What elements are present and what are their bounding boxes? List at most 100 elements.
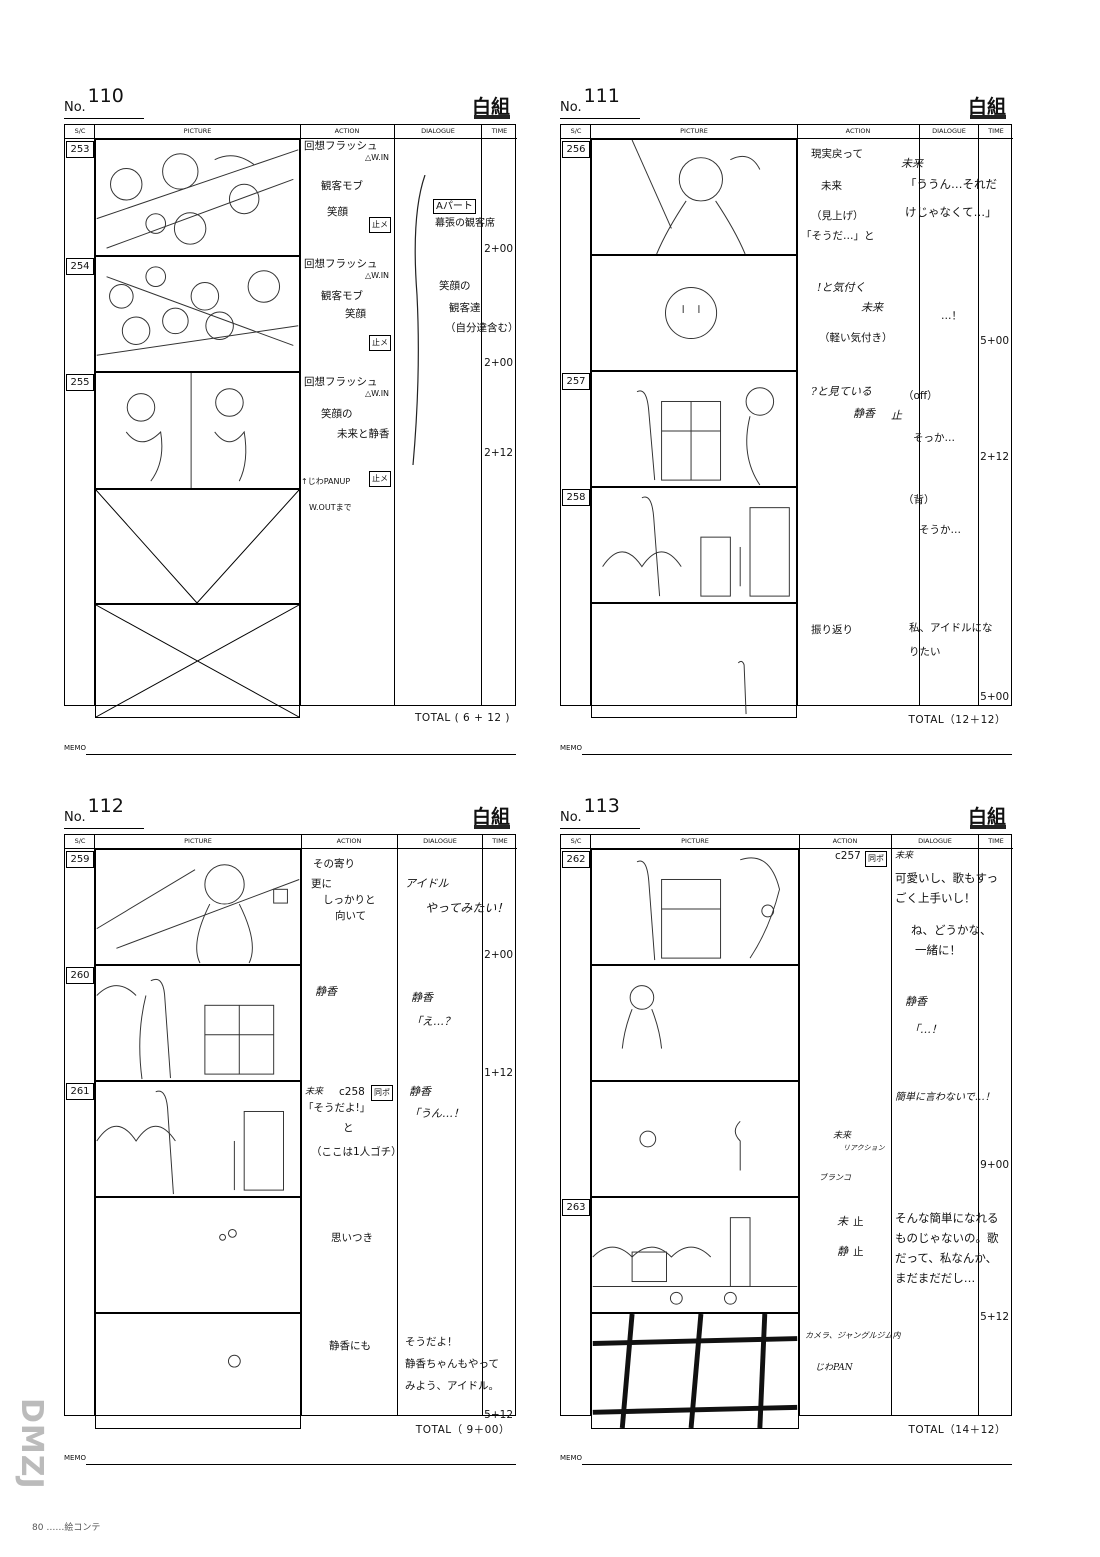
action-text: カメラ、ジャングルジム内 (805, 1331, 901, 1340)
dialogue-text: …！ (941, 310, 962, 322)
memo-label: MEMO (64, 1454, 87, 1462)
action-text: 未来と静香 (337, 428, 390, 440)
scene-number: 262 (562, 851, 590, 868)
action-text: 同ポ (865, 851, 887, 867)
action-text: じわPAN (815, 1363, 853, 1373)
action-text: 止 (891, 409, 902, 422)
dialogue-text: そうだよ！ (405, 1336, 458, 1348)
panel-260 (95, 965, 301, 1081)
dialogue-text: 私、アイドルにな (909, 622, 993, 634)
dialogue-text: 静香 (409, 1085, 431, 1098)
action-text: 更に (311, 878, 332, 890)
action-text: 回想フラッシュ (304, 376, 378, 388)
panel-262 (591, 849, 799, 965)
action-text: 笑顔 (327, 206, 348, 218)
panel-259 (95, 849, 301, 965)
scene-number: 255 (66, 374, 94, 391)
action-text: ?と見ている (811, 385, 872, 398)
action-text: 回想フラッシュ (304, 140, 378, 152)
storyboard-grid: S/C PICTURE ACTION DIALOGUE TIME 262 263… (560, 834, 1013, 1429)
dialogue-text: ね、どうかな、 (911, 923, 992, 937)
time-value: 2+12 (484, 447, 513, 459)
action-text: （見上げ） (811, 210, 864, 222)
sheet-number: No.111 (560, 85, 620, 115)
memo-label: MEMO (64, 744, 87, 752)
studio-logo: 白組 (967, 96, 1006, 118)
action-text: 「そうだよ!」 (303, 1102, 371, 1114)
action-text: 「そうだ…」と (801, 230, 875, 242)
storyboard-sheet-111: No.111 白組 S/C PICTURE ACTION DIALOGUE TI… (560, 85, 1013, 788)
action-text: 笑顔 (345, 308, 366, 320)
dialogue-text: けじゃなくて…」 (905, 205, 997, 219)
dialogue-text: そんな簡単になれる (895, 1211, 999, 1225)
time-value: 5+00 (980, 691, 1009, 703)
panel-254 (95, 256, 300, 372)
watermark: DMZJ (14, 1398, 49, 1490)
dialogue-text: 未来 (895, 851, 914, 861)
storyboard-sheet-112: No.112 白組 S/C PICTURE ACTION DIALOGUE TI… (64, 795, 517, 1498)
action-text: 向いて (335, 910, 367, 922)
time-value: 5+12 (980, 1311, 1009, 1323)
total-time: TOTAL ( 6 + 12 ) (414, 712, 510, 724)
action-text: 未来 (861, 301, 883, 314)
dialogue-text: だって、私なんか、 (895, 1251, 998, 1265)
action-text: 未来 (305, 1087, 324, 1097)
panel-261 (95, 1081, 301, 1197)
panel-253 (95, 139, 300, 256)
action-text: 止 (853, 1246, 864, 1258)
action-text: と (343, 1122, 354, 1134)
time-value: 1+12 (484, 1067, 513, 1079)
dialogue-text: Aパート (433, 199, 476, 214)
studio-logo: 白組 (471, 806, 510, 828)
dialogue-text: 静香 (411, 991, 433, 1004)
action-text: △W.IN (365, 389, 390, 398)
dialogue-text: 「え…？ (411, 1015, 455, 1028)
action-text: 静香 (315, 985, 337, 998)
dialogue-text: 静香 (905, 995, 927, 1008)
scene-number: 254 (66, 258, 94, 275)
memo-label: MEMO (560, 744, 583, 752)
dialogue-text: 幕張の観客席 (435, 218, 495, 229)
panel-261c (95, 1313, 301, 1429)
dialogue-text: （off） (903, 390, 938, 402)
action-text: W.OUTまで (309, 503, 352, 512)
scene-number: 261 (66, 1083, 94, 1100)
sheet-number: No.113 (560, 795, 620, 825)
action-text: 観客モブ (321, 180, 363, 192)
action-text: 同ポ (371, 1085, 393, 1101)
panel-262b (591, 965, 799, 1081)
panel-empty-1 (95, 489, 300, 604)
action-text: ブランコ (819, 1173, 851, 1182)
scene-number: 257 (562, 373, 590, 390)
panel-263b (591, 1313, 799, 1429)
page-footer: 80 ……絵コンテ (32, 1523, 101, 1533)
action-text: （軽い気付き） (819, 332, 893, 344)
storyboard-sheet-110: No.110 白組 S/C PICTURE ACTION DIALOGUE TI… (64, 85, 519, 788)
action-text: リアクション (843, 1144, 885, 1152)
panel-256b (591, 255, 797, 371)
time-value: 2+00 (484, 243, 513, 255)
dialogue-text: 「うん…！ (409, 1107, 464, 1120)
panel-255 (95, 372, 300, 489)
time-value: 5+12 (484, 1409, 513, 1421)
action-text: △W.IN (365, 271, 390, 280)
action-text: 静香にも (329, 1340, 371, 1352)
action-text: 止 (853, 1216, 864, 1228)
dialogue-text: 「…！ (909, 1023, 942, 1036)
storyboard-sheet-113: No.113 白組 S/C PICTURE ACTION DIALOGUE TI… (560, 795, 1013, 1498)
action-text: 観客モブ (321, 290, 363, 302)
action-text: 笑顔の (321, 408, 353, 420)
action-text: 止メ (369, 217, 391, 233)
sheet-number: No.110 (64, 85, 124, 115)
action-text: 未来 (821, 180, 842, 192)
action-text: !と気付く (817, 281, 866, 294)
action-text: 静香 (853, 407, 875, 420)
sheet-number: No.112 (64, 795, 124, 825)
dialogue-text: （背） (903, 494, 935, 506)
time-value: 5+00 (980, 335, 1009, 347)
dialogue-text: そっか… (913, 432, 955, 444)
memo-label: MEMO (560, 1454, 583, 1462)
dialogue-text: みよう、アイドル。 (405, 1380, 499, 1392)
time-value: 9+00 (980, 1159, 1009, 1171)
dialogue-text: 一緒に！ (915, 943, 961, 957)
